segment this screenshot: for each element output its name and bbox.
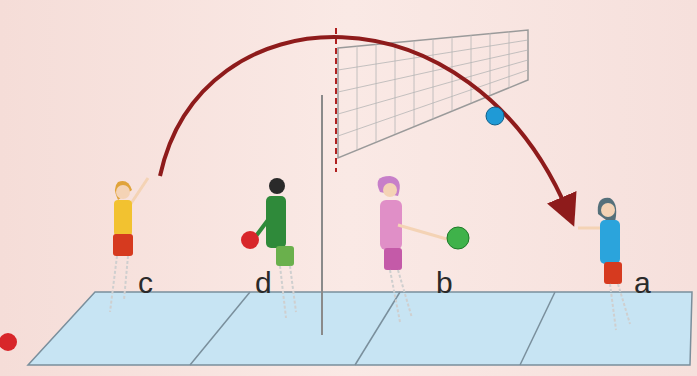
court [28, 292, 692, 365]
ball [447, 227, 469, 249]
player-figure [378, 176, 450, 322]
net [322, 28, 528, 335]
player-label: a [634, 268, 651, 298]
player-label: c [138, 268, 153, 298]
player-label: d [255, 268, 272, 298]
ball [486, 107, 504, 125]
player-figure [578, 198, 630, 330]
ball [0, 333, 17, 351]
ball-trajectory [160, 37, 568, 212]
ball [241, 231, 259, 249]
player-label: b [436, 268, 453, 298]
player-figure [256, 178, 296, 318]
